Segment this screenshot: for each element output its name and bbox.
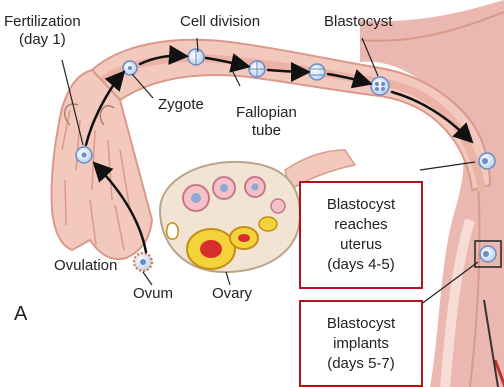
callout-reaches-uterus: Blastocyst reaches uterus (days 4-5) bbox=[299, 181, 423, 289]
label-blastocyst: Blastocyst bbox=[324, 13, 392, 31]
label-ovulation: Ovulation bbox=[54, 257, 117, 275]
label-fertilization: Fertilization (day 1) bbox=[4, 13, 81, 49]
callout-implants-line-2: implants bbox=[327, 334, 395, 354]
callout-reaches-line-4: (days 4-5) bbox=[327, 255, 395, 275]
panel-letter: A bbox=[14, 303, 27, 326]
label-fallopian-tube: Fallopian tube bbox=[236, 104, 297, 140]
ovary bbox=[160, 162, 300, 272]
fimbriae bbox=[52, 70, 152, 259]
callout-reaches-line-3: uterus bbox=[327, 235, 395, 255]
label-zygote: Zygote bbox=[158, 96, 204, 114]
callout-implants: Blastocyst implants (days 5-7) bbox=[299, 300, 423, 387]
label-fertilization-line-1: Fertilization bbox=[4, 13, 81, 31]
callout-reaches-line-2: reaches bbox=[327, 215, 395, 235]
label-ovum: Ovum bbox=[133, 285, 173, 303]
callout-reaches-line-1: Blastocyst bbox=[327, 195, 395, 215]
ovum bbox=[134, 253, 152, 271]
label-fallopian-tube-line-1: Fallopian bbox=[236, 104, 297, 122]
label-cell-division: Cell division bbox=[180, 13, 260, 31]
callout-implants-line-3: (days 5-7) bbox=[327, 354, 395, 374]
callout-implants-line-1: Blastocyst bbox=[327, 314, 395, 334]
label-fallopian-tube-line-2: tube bbox=[236, 122, 297, 140]
label-ovary: Ovary bbox=[212, 285, 252, 303]
label-fertilization-line-2: (day 1) bbox=[4, 31, 81, 49]
